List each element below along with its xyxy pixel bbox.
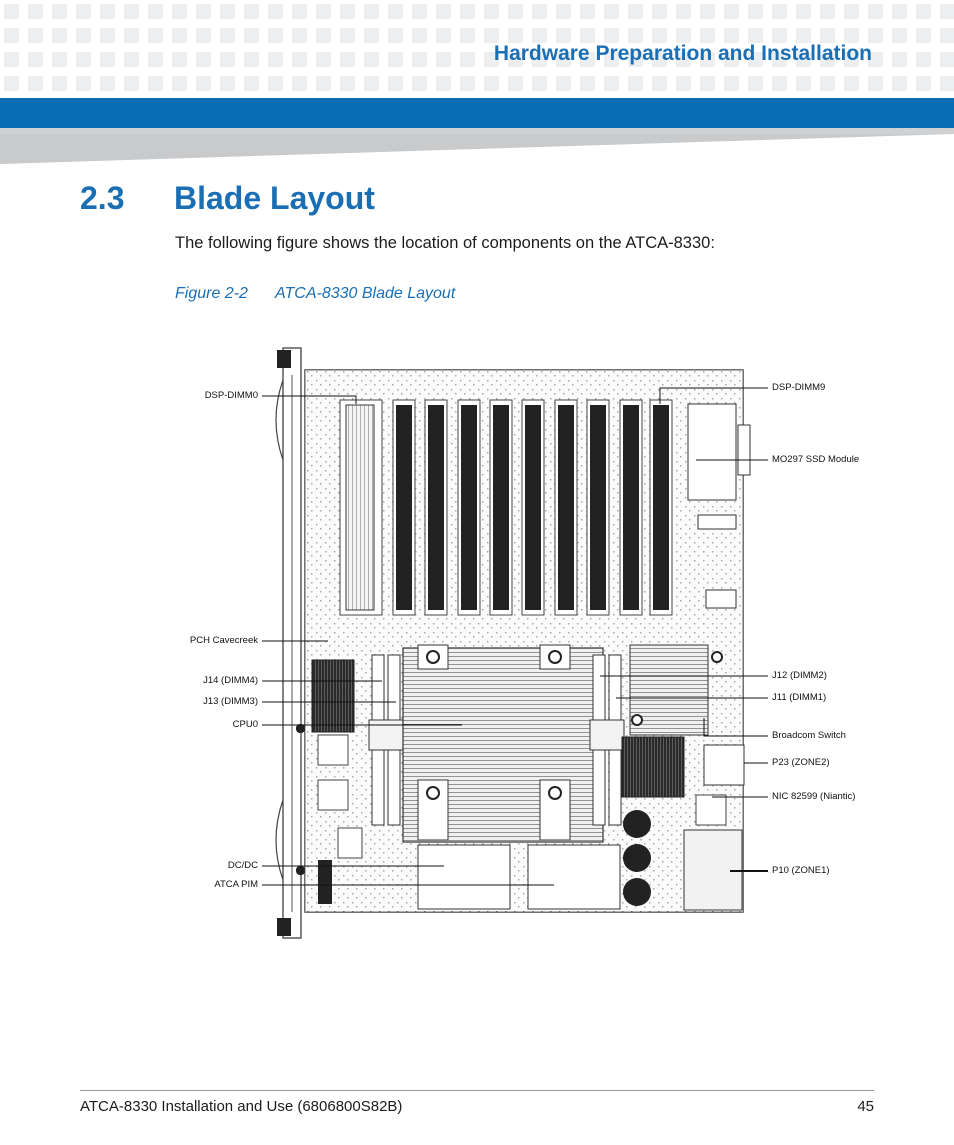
page-number: 45: [857, 1098, 874, 1115]
label-j14-dimm4: J14 (DIMM4): [203, 675, 258, 686]
label-p23-zone2: P23 (ZONE2): [772, 757, 830, 768]
header-gray-band: [0, 128, 954, 164]
label-cpu0: CPU0: [232, 719, 258, 730]
heading-number: 2.3: [80, 180, 125, 216]
figure-number: Figure 2-2: [175, 285, 248, 302]
label-pch-cavecreek: PCH Cavecreek: [189, 635, 258, 646]
label-mo297-ssd: MO297 SSD Module: [772, 454, 860, 465]
intro-paragraph: The following figure shows the location …: [175, 234, 715, 252]
heading-title: Blade Layout: [174, 180, 375, 216]
header-blue-bar: [0, 98, 954, 128]
footer-doc-title: ATCA-8330 Installation and Use (6806800S…: [80, 1098, 403, 1115]
label-broadcom-switch: Broadcom Switch: [772, 730, 846, 741]
figure-title: ATCA-8330 Blade Layout: [275, 285, 456, 302]
page-heading: 2.3 Blade Layout: [80, 180, 375, 217]
label-j12-dimm2: J12 (DIMM2): [772, 670, 827, 681]
label-j13-dimm3: J13 (DIMM3): [203, 696, 258, 707]
label-dsp-dimm0: DSP-DIMM0: [204, 390, 258, 401]
header-dot-pattern: [0, 0, 954, 98]
label-j11-dimm1: J11 (DIMM1): [772, 692, 827, 703]
label-atca-pim: ATCA PIM: [214, 879, 258, 890]
label-p10-zone1: P10 (ZONE1): [772, 865, 830, 876]
dsp-dimm-slots: [339, 399, 673, 616]
label-dsp-dimm9: DSP-DIMM9: [772, 382, 826, 393]
footer-divider: [80, 1090, 874, 1091]
section-title: Hardware Preparation and Installation: [493, 42, 872, 65]
figure-caption: Figure 2-2 ATCA-8330 Blade Layout: [175, 285, 455, 303]
label-nic-82599: NIC 82599 (Niantic): [772, 791, 856, 802]
label-dc-dc: DC/DC: [227, 860, 258, 871]
